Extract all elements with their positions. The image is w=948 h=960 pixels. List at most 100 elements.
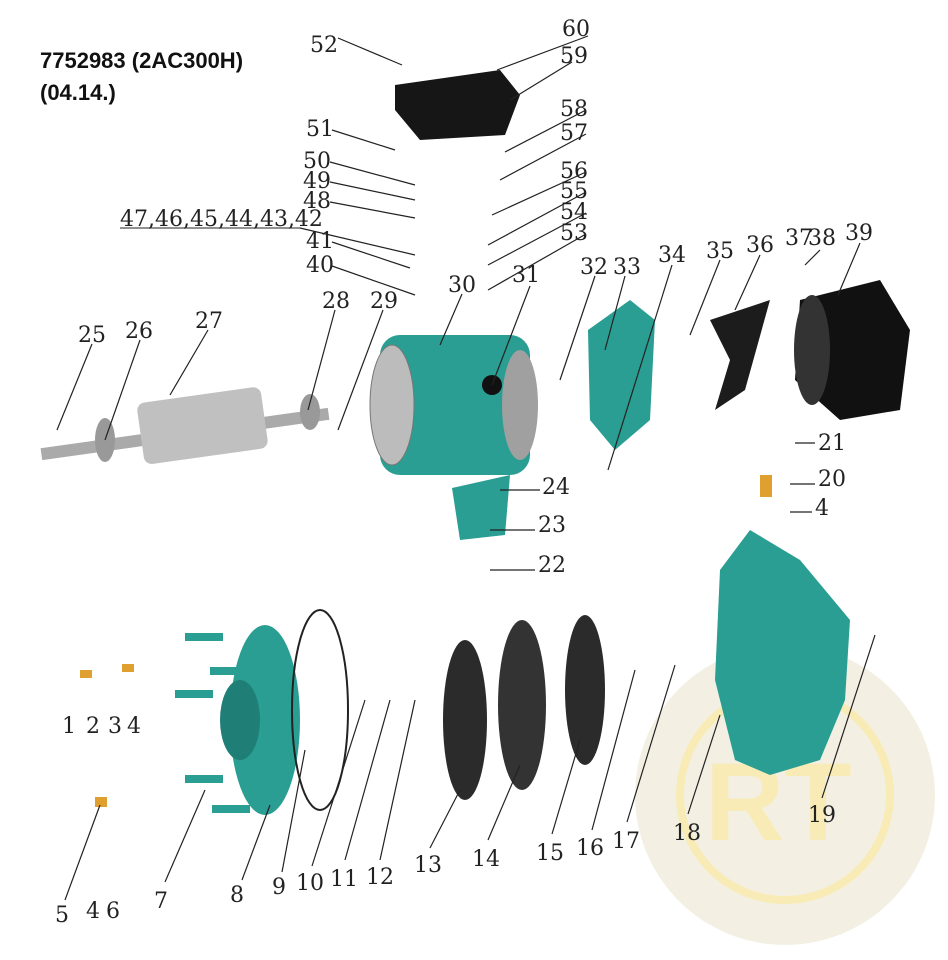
leader-line — [164, 789, 206, 883]
fan-cover — [794, 280, 910, 420]
part-number-callout: 10 — [296, 871, 324, 896]
leader-line — [487, 233, 587, 291]
leader-line — [337, 309, 384, 431]
part-number-callout: 25 — [78, 323, 106, 348]
leader-line — [509, 61, 573, 101]
leader-line — [487, 191, 587, 246]
end-shield — [588, 300, 655, 450]
impeller-13 — [443, 640, 487, 800]
leader-line — [491, 171, 587, 216]
part-number-callout: 37 — [785, 226, 813, 251]
leader-line — [56, 343, 93, 431]
part-number-callout: 2 — [86, 714, 100, 739]
part-number-callout: 49 — [303, 169, 331, 194]
part-number-callout: 57 — [560, 121, 588, 146]
diagram-title: 7752983 (2AC300H) — [40, 48, 244, 73]
rotor-shaft — [40, 387, 330, 465]
o-ring — [291, 609, 349, 811]
leader-line — [604, 275, 626, 351]
leader-line — [299, 227, 416, 256]
part-number-callout: 8 — [230, 883, 244, 908]
leader-line — [329, 181, 416, 201]
part-number-callout: 1 — [62, 714, 76, 739]
leader-line — [104, 339, 141, 441]
part-number-callout: 12 — [366, 865, 394, 890]
leader-line — [734, 254, 761, 311]
part-number-callout: 14 — [472, 847, 500, 872]
part-number-callout: 17 — [612, 829, 640, 854]
part-number-callout: 20 — [818, 467, 846, 492]
part-number-callout: 23 — [538, 513, 566, 538]
part-number-callout: 48 — [303, 189, 331, 214]
part-number-callout: 39 — [845, 221, 873, 246]
part-number-callout: 50 — [303, 149, 331, 174]
pump-casing — [715, 530, 850, 775]
leader-line — [311, 699, 366, 867]
leader-line — [307, 309, 336, 411]
part-number-callout: 59 — [560, 44, 588, 69]
part-number-callout: 53 — [560, 221, 588, 246]
motor-housing — [369, 335, 538, 475]
part-number-callout: 29 — [370, 289, 398, 314]
part-number-callout: 21 — [818, 431, 846, 456]
leader-line — [439, 293, 463, 346]
part-number-callout: 32 — [580, 255, 608, 280]
leader-line — [241, 804, 271, 881]
part-number-callout: 3 — [108, 714, 122, 739]
part-number-callout: 34 — [658, 243, 686, 268]
leader-line — [689, 259, 721, 336]
leader-line — [804, 249, 821, 266]
part-number-callout: 4 — [815, 496, 829, 521]
part-number-callout: 58 — [560, 97, 588, 122]
leader-line — [429, 789, 461, 849]
diagram-date: (04.14.) — [40, 80, 116, 105]
leader-line — [626, 664, 676, 823]
part-number-callout: 38 — [808, 226, 836, 251]
leader-line — [487, 764, 521, 841]
part-number-callout: 15 — [536, 841, 564, 866]
part-number-callout: 47,46,45,44,43,42 — [120, 207, 323, 232]
part-number-callout: 19 — [808, 803, 836, 828]
leader-line — [559, 275, 596, 381]
part-number-callout: 36 — [746, 233, 774, 258]
part-number-callout: 7 — [154, 889, 168, 914]
leader-line — [499, 133, 587, 181]
leader-line — [331, 265, 416, 296]
part-number-callout: 33 — [613, 255, 641, 280]
leader-line — [331, 241, 411, 269]
part-number-callout: 24 — [542, 475, 570, 500]
leader-line — [821, 634, 876, 799]
leader-line — [491, 285, 531, 386]
leader-line — [487, 212, 587, 266]
part-number-callout: 4 — [127, 714, 141, 739]
leader-line — [551, 739, 581, 835]
part-number-callout: 30 — [448, 273, 476, 298]
part-number-callout: 16 — [576, 836, 604, 861]
pump-flange — [220, 625, 300, 815]
part-number-callout: 52 — [310, 33, 338, 58]
part-number-callout: 26 — [125, 319, 153, 344]
part-number-callout: 41 — [306, 229, 334, 254]
leader-line — [504, 109, 587, 153]
part-number-callout: 22 — [538, 553, 566, 578]
terminal-box-cover — [395, 70, 520, 140]
part-number-callout: 54 — [560, 200, 588, 225]
part-number-callout: 9 — [272, 875, 286, 900]
diffuser-14 — [498, 620, 546, 790]
part-number-callout: 13 — [414, 853, 442, 878]
leader-line — [591, 669, 636, 831]
part-number-callout: 55 — [560, 179, 588, 204]
base-plate — [452, 475, 510, 540]
part-number-callout: 5 — [55, 903, 69, 928]
leader-line — [329, 201, 416, 219]
leader-line — [344, 699, 391, 861]
leader-line — [281, 749, 306, 873]
part-number-callout: 56 — [560, 159, 588, 184]
part-number-callout: 31 — [512, 263, 540, 288]
part-number-callout: 4 — [86, 899, 100, 924]
leader-line — [607, 264, 673, 471]
leader-line — [64, 804, 101, 901]
part-number-callout: 11 — [330, 867, 358, 892]
